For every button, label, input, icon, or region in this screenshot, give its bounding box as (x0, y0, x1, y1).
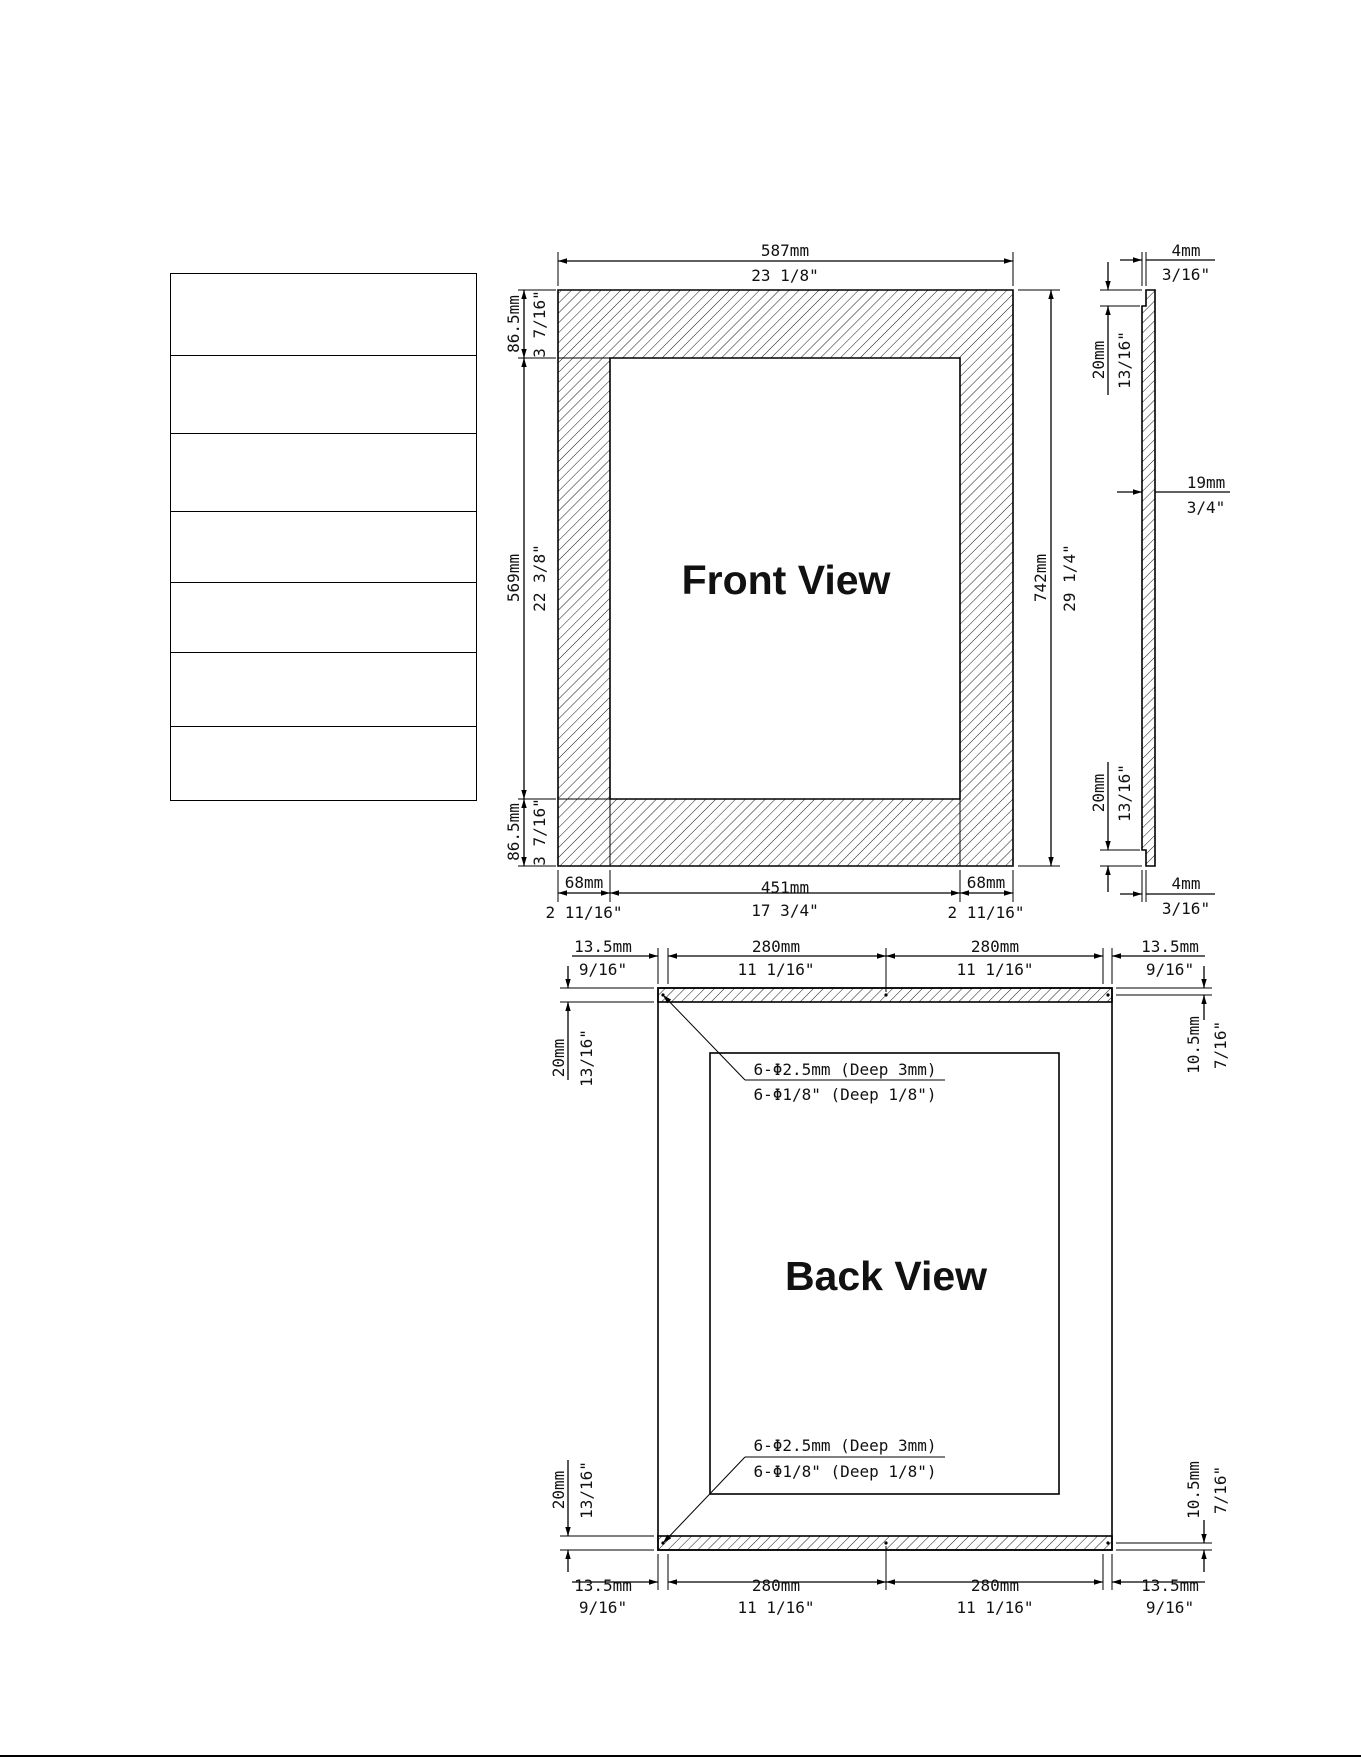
back-right-top-offset-mm: 10.5mm (1184, 1016, 1203, 1074)
front-view-title: Front View (682, 557, 891, 603)
front-opening-width-in: 17 3/4" (751, 901, 818, 920)
hole-mark (1106, 993, 1110, 997)
front-width-mm: 587mm (761, 241, 809, 260)
hole-mark (884, 993, 888, 997)
side-thickness-in: 3/4" (1187, 498, 1226, 517)
back-bottom-left-edge-mm: 13.5mm (574, 1576, 632, 1595)
front-opening-width-mm: 451mm (761, 878, 809, 897)
front-view: Front View 587mm 23 1/8" 742mm 29 1/4" 8… (504, 241, 1079, 922)
back-bottom-span1-mm: 280mm (752, 1576, 800, 1595)
hole-mark (884, 1541, 888, 1545)
back-view: Back View 13.5mm 9/16" 280mm 11 1/16" 28… (549, 937, 1230, 1617)
back-bottom-span2-in: 11 1/16" (956, 1598, 1033, 1617)
front-width-in: 23 1/8" (751, 266, 818, 285)
spec-table (170, 273, 477, 801)
side-profile (1141, 289, 1156, 867)
front-bottom-border-mm: 86.5mm (504, 803, 523, 861)
front-top-border-in: 3 7/16" (530, 290, 549, 357)
side-step-top-mm: 20mm (1089, 341, 1108, 380)
side-thickness-mm: 19mm (1187, 473, 1226, 492)
back-left-bottom-offset-mm: 20mm (549, 1471, 568, 1510)
back-top-span1-in: 11 1/16" (737, 960, 814, 979)
back-bottom-right-edge-mm: 13.5mm (1141, 1576, 1199, 1595)
back-right-bottom-offset-mm: 10.5mm (1184, 1461, 1203, 1519)
front-bottom-border-in: 3 7/16" (530, 798, 549, 865)
side-step-top-in: 13/16" (1115, 331, 1134, 389)
hole-mark (1106, 1541, 1110, 1545)
side-lip-bottom-in: 3/16" (1162, 899, 1210, 918)
front-left-border-in: 2 11/16" (545, 903, 622, 922)
back-inner-panel (709, 1052, 1060, 1495)
side-step-bottom-mm: 20mm (1089, 774, 1108, 813)
front-opening-height-in: 22 3/8" (530, 544, 549, 611)
back-left-bottom-offset-in: 13/16" (577, 1461, 596, 1519)
back-left-top-offset-in: 13/16" (577, 1029, 596, 1087)
front-top-border-mm: 86.5mm (504, 295, 523, 353)
side-view: 4mm 3/16" 20mm 13/16" 19mm 3/4" 20mm 13/… (1089, 241, 1230, 918)
front-left-border-mm: 68mm (565, 873, 604, 892)
side-step-bottom-in: 13/16" (1115, 764, 1134, 822)
back-bottom-span2-mm: 280mm (971, 1576, 1019, 1595)
back-hole-note-top-mm: 6-Φ2.5mm (Deep 3mm) (753, 1060, 936, 1079)
spec-row (170, 273, 477, 356)
spec-row (170, 652, 477, 727)
side-lip-bottom-mm: 4mm (1172, 874, 1201, 893)
back-hole-note-top-in: 6-Φ1/8" (Deep 1/8") (753, 1085, 936, 1104)
back-right-top-offset-in: 7/16" (1211, 1021, 1230, 1069)
back-bottom-span1-in: 11 1/16" (737, 1598, 814, 1617)
spec-row (170, 582, 477, 653)
back-top-right-edge-in: 9/16" (1146, 960, 1194, 979)
back-top-span1-mm: 280mm (752, 937, 800, 956)
side-lip-top-mm: 4mm (1172, 241, 1201, 260)
spec-row (170, 511, 477, 583)
back-top-span2-in: 11 1/16" (956, 960, 1033, 979)
side-lip-top-in: 3/16" (1162, 265, 1210, 284)
back-bottom-left-edge-in: 9/16" (579, 1598, 627, 1617)
front-height-mm: 742mm (1031, 554, 1050, 602)
spec-row (170, 355, 477, 434)
spec-row (170, 433, 477, 512)
back-hole-note-bottom-mm: 6-Φ2.5mm (Deep 3mm) (753, 1436, 936, 1455)
back-bottom-right-edge-in: 9/16" (1146, 1598, 1194, 1617)
front-opening-height-mm: 569mm (504, 554, 523, 602)
front-right-border-in: 2 11/16" (947, 903, 1024, 922)
back-hole-note-bottom-in: 6-Φ1/8" (Deep 1/8") (753, 1462, 936, 1481)
back-view-title: Back View (785, 1253, 987, 1299)
back-top-span2-mm: 280mm (971, 937, 1019, 956)
back-right-bottom-offset-in: 7/16" (1211, 1466, 1230, 1514)
front-height-in: 29 1/4" (1060, 544, 1079, 611)
back-top-left-edge-in: 9/16" (579, 960, 627, 979)
back-left-top-offset-mm: 20mm (549, 1039, 568, 1078)
back-top-left-edge-mm: 13.5mm (574, 937, 632, 956)
front-right-border-mm: 68mm (967, 873, 1006, 892)
back-top-right-edge-mm: 13.5mm (1141, 937, 1199, 956)
